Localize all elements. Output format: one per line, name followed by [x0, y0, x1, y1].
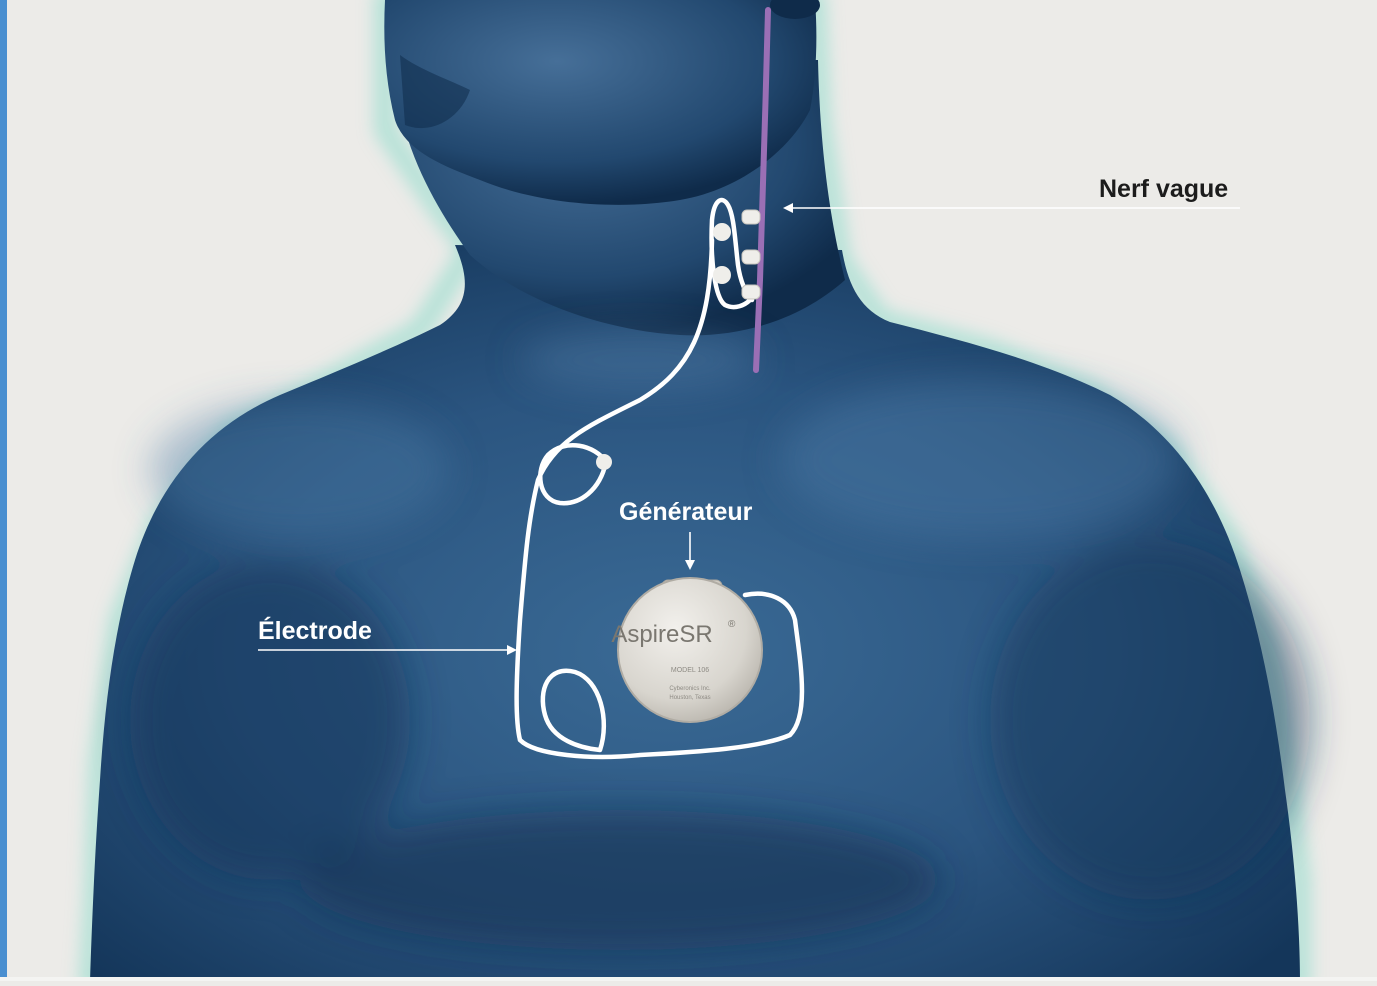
label-vagus-nerve: Nerf vague: [1099, 175, 1228, 204]
device-trademark: ®: [728, 619, 736, 630]
left-accent-border: [0, 0, 7, 981]
label-generator: Générateur: [619, 498, 752, 527]
device-brand: AspireSR: [611, 621, 712, 648]
label-electrode: Électrode: [258, 617, 372, 646]
device-maker-1: Cyberonics Inc.: [669, 686, 711, 692]
device-maker-2: Houston, Texas: [669, 695, 710, 701]
bottom-strip: [0, 977, 1377, 981]
device-model: MODEL 106: [671, 667, 709, 674]
